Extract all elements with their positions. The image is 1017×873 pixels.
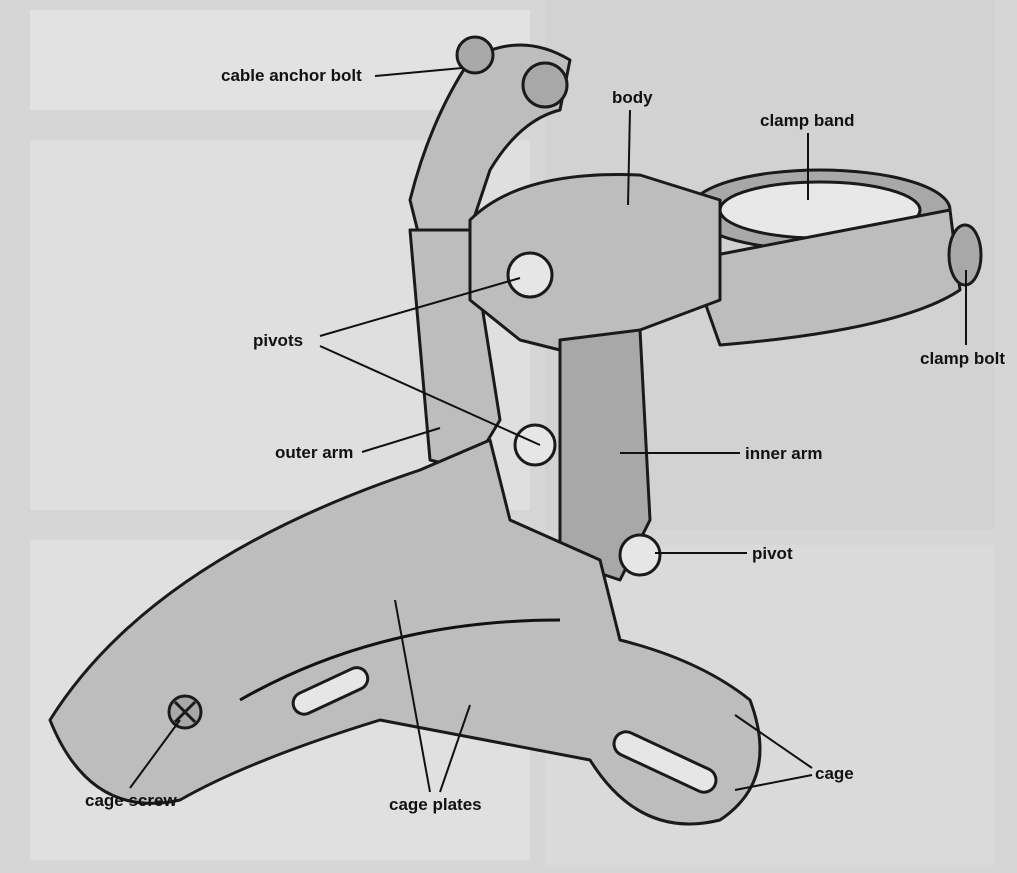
label-cage-plates: cage plates (389, 599, 482, 814)
label-cage: cage (734, 714, 854, 791)
pivot-middle (513, 423, 557, 467)
cable-anchor-bolt-head (455, 35, 495, 75)
svg-text:clamp bolt: clamp bolt (920, 349, 1005, 368)
label-clamp-band: clamp band (760, 111, 854, 200)
label-clamp-bolt: clamp bolt (920, 270, 1005, 368)
label-body: body (612, 88, 653, 206)
svg-text:cage: cage (815, 764, 854, 783)
derailleur-illustration (48, 35, 983, 826)
label-cage-screw: cage screw (85, 719, 181, 810)
pivot-lower (618, 533, 662, 577)
label-inner-arm: inner arm (620, 444, 822, 463)
svg-text:cage plates: cage plates (389, 795, 482, 814)
svg-text:inner arm: inner arm (745, 444, 822, 463)
label-pivots: pivots (253, 277, 541, 446)
pivot-upper (506, 251, 554, 299)
svg-text:outer arm: outer arm (275, 443, 353, 462)
svg-text:cage screw: cage screw (85, 791, 177, 810)
svg-text:clamp band: clamp band (760, 111, 854, 130)
cage-shape (48, 438, 762, 826)
svg-text:pivots: pivots (253, 331, 303, 350)
svg-text:pivot: pivot (752, 544, 793, 563)
label-pivot: pivot (655, 544, 793, 563)
svg-text:cable anchor bolt: cable anchor bolt (221, 66, 362, 85)
label-outer-arm: outer arm (275, 427, 441, 462)
svg-text:body: body (612, 88, 653, 107)
label-cable-anchor-bolt: cable anchor bolt (221, 66, 463, 85)
